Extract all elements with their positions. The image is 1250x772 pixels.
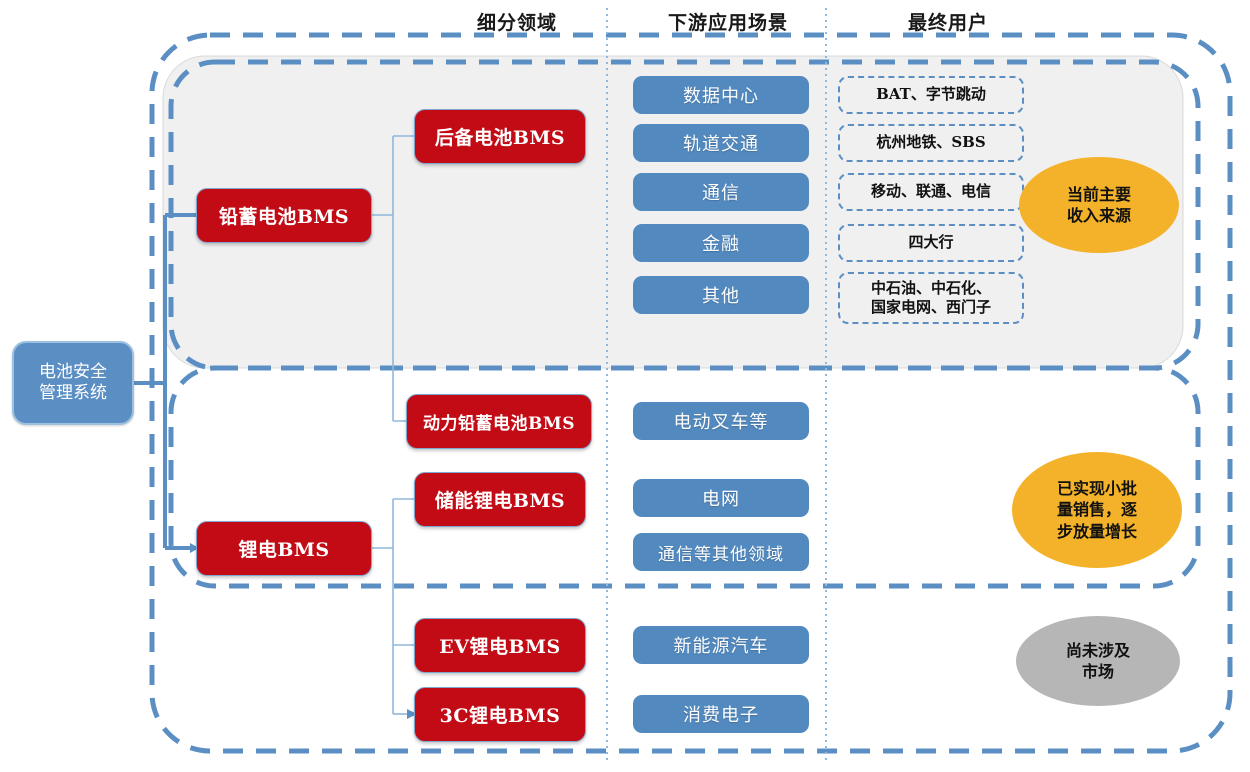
segment-ev-lithium-bms[interactable]: EV锂电BMS <box>414 618 586 673</box>
end-user-bat-bytedance[interactable]: BAT、字节跳动 <box>838 76 1024 114</box>
callout-label: 已实现小批 量销售，逐 步放量增长 <box>1056 479 1137 541</box>
root-node-battery-safety-management-system[interactable]: 电池安全 管理系统 <box>12 341 134 425</box>
application-consumer-electronics[interactable]: 消费电子 <box>633 695 809 733</box>
column-header-applications: 下游应用场景 <box>667 12 788 34</box>
application-telecom[interactable]: 通信 <box>633 173 809 211</box>
application-power-grid[interactable]: 电网 <box>633 479 809 517</box>
callout-small-batch-sales: 已实现小批 量销售，逐 步放量增长 <box>1012 452 1182 568</box>
lithium-branch-connectors <box>372 498 414 715</box>
end-user-label: BAT、字节跳动 <box>876 85 986 104</box>
arrow-to-3c-lithium <box>407 709 417 719</box>
end-user-label: 中石油、中石化、 国家电网、西门子 <box>870 278 991 317</box>
application-rail-transit[interactable]: 轨道交通 <box>633 124 809 162</box>
midrange-region-dashed-boundary <box>168 365 1201 589</box>
application-other[interactable]: 其他 <box>633 276 809 314</box>
outer-dashed-boundary <box>149 32 1233 754</box>
end-user-label: 移动、联通、电信 <box>870 182 991 201</box>
end-user-energy-industrial[interactable]: 中石油、中石化、 国家电网、西门子 <box>838 272 1024 324</box>
callout-current-main-revenue: 当前主要 收入来源 <box>1019 157 1179 253</box>
application-new-energy-vehicle[interactable]: 新能源汽车 <box>633 626 809 664</box>
application-telecom-other-fields[interactable]: 通信等其他领域 <box>633 533 809 571</box>
callout-label: 当前主要 收入来源 <box>1066 184 1131 225</box>
end-user-label: 四大行 <box>908 233 954 252</box>
root-node-label: 电池安全 管理系统 <box>39 361 107 403</box>
segment-ess-lithium-bms[interactable]: 储能锂电BMS <box>414 472 586 527</box>
end-user-hangzhou-metro-sbs[interactable]: 杭州地铁、SBS <box>838 124 1024 162</box>
application-data-center[interactable]: 数据中心 <box>633 76 809 114</box>
category-lead-acid-bms[interactable]: 铅蓄电池BMS <box>196 188 372 243</box>
application-finance[interactable]: 金融 <box>633 224 809 262</box>
end-user-telecom-carriers[interactable]: 移动、联通、电信 <box>838 173 1024 211</box>
callout-label: 尚未涉及 市场 <box>1065 640 1130 681</box>
segment-backup-battery-bms[interactable]: 后备电池BMS <box>414 109 586 164</box>
end-user-big-four-banks[interactable]: 四大行 <box>838 224 1024 262</box>
column-header-segments: 细分领域 <box>476 12 557 34</box>
callout-not-yet-entered: 尚未涉及 市场 <box>1016 616 1180 706</box>
root-connectors <box>133 213 196 550</box>
column-header-end-users: 最终用户 <box>907 12 988 34</box>
arrow-to-lithium-bms <box>190 543 199 553</box>
end-user-label: 杭州地铁、SBS <box>876 133 986 152</box>
application-electric-forklift[interactable]: 电动叉车等 <box>633 402 809 440</box>
segment-motive-lead-acid-bms[interactable]: 动力铅蓄电池BMS <box>406 394 592 449</box>
category-lithium-bms[interactable]: 锂电BMS <box>196 521 372 576</box>
segment-3c-lithium-bms[interactable]: 3C锂电BMS <box>414 687 586 742</box>
